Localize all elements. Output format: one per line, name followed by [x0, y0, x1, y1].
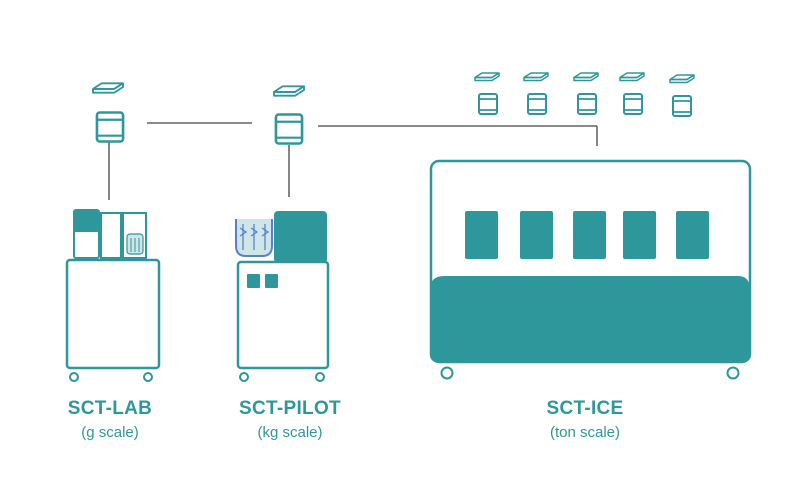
system-name-lab: SCT-LAB	[67, 398, 153, 419]
pilot-condenser-unit	[274, 211, 327, 263]
sct-ice-machine	[429, 159, 752, 380]
tray-lid-icon	[273, 85, 305, 97]
sct-pilot-machine	[235, 211, 330, 382]
lab-coil-icon	[130, 238, 140, 252]
sct-lab-machine	[65, 209, 161, 382]
system-scale-lab: (g scale)	[81, 424, 139, 441]
pilot-coil-icon	[239, 224, 270, 250]
system-name-pilot: SCT-PILOT	[239, 398, 341, 419]
lab-module-right	[122, 212, 147, 259]
vial-icon	[577, 93, 597, 115]
ice-window	[573, 211, 606, 259]
pilot-control-button	[247, 274, 260, 288]
wheel-icon	[143, 372, 153, 382]
system-name-ice: SCT-ICE	[546, 398, 624, 419]
lab-module-middle	[100, 212, 122, 259]
ice-window	[676, 211, 709, 259]
wheel-icon	[726, 366, 740, 380]
system-scale-ice: (ton scale)	[549, 424, 621, 441]
connector-lines	[108, 122, 598, 200]
pilot-cabinet	[236, 260, 330, 370]
ice-window	[623, 211, 656, 259]
ice-window	[520, 211, 553, 259]
wheel-icon	[69, 372, 79, 382]
lab-cabinet	[65, 258, 161, 370]
lab-control-screen	[74, 210, 99, 232]
ice-window	[465, 211, 498, 259]
vials-pilot	[273, 85, 305, 145]
wheel-icon	[239, 372, 249, 382]
pilot-control-button	[265, 274, 278, 288]
vial-icon	[527, 93, 547, 115]
wheel-icon	[315, 372, 325, 382]
vial-icon	[478, 93, 498, 115]
tray-lid-icon	[619, 72, 645, 82]
tray-lid-icon	[474, 72, 500, 82]
tray-lid-icon	[573, 72, 599, 82]
tray-lid-icon	[523, 72, 549, 82]
vial-icon	[274, 113, 304, 145]
vial-icon	[672, 95, 692, 117]
vials-ice	[474, 72, 695, 117]
tray-lid-icon	[92, 82, 124, 94]
vial-icon	[95, 111, 125, 143]
ice-base-unit	[430, 276, 750, 362]
system-scale-pilot: (kg scale)	[257, 424, 323, 441]
wheel-icon	[440, 366, 454, 380]
lab-module-left	[73, 209, 100, 259]
tray-lid-icon	[669, 74, 695, 84]
vials-lab	[92, 82, 125, 143]
vial-icon	[623, 93, 643, 115]
